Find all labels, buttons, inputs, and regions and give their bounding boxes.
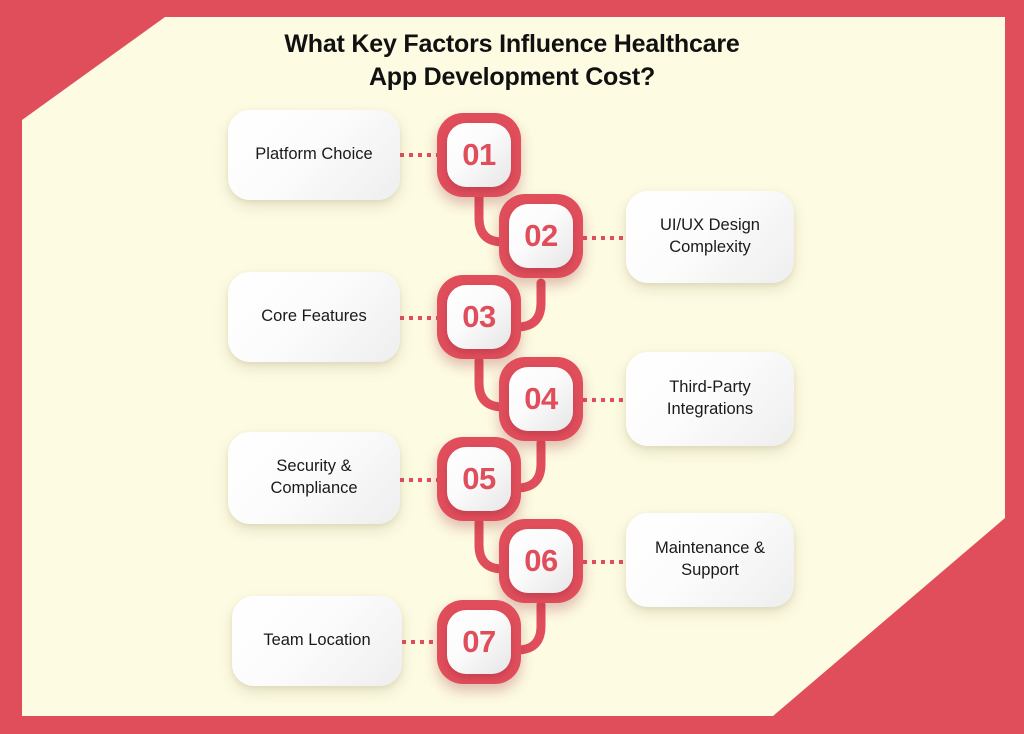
page-title: What Key Factors Influence Healthcare Ap… [0,28,1024,94]
card-label-line-1: Security & [276,457,352,476]
card-label-line-1: Third-Party [669,378,751,397]
title-line-2: App Development Cost? [368,63,656,91]
step-badge-01[interactable]: 01 [437,113,521,197]
card-third-party-integrations[interactable]: Third-Party Integrations [626,352,794,446]
step-badge-06[interactable]: 06 [499,519,583,603]
badge-inner: 06 [509,529,573,593]
badge-inner: 03 [447,285,511,349]
badge-number: 01 [462,137,496,172]
card-label: Platform Choice [255,145,373,164]
badge-inner: 02 [509,204,573,268]
title-line-1: What Key Factors Influence Healthcare [284,30,740,58]
step-badge-05[interactable]: 05 [437,437,521,521]
dotted-link-6 [583,560,628,564]
card-label: Core Features [261,307,367,326]
card-security-compliance[interactable]: Security & Compliance [228,432,400,524]
badge-number: 02 [524,218,558,253]
card-label-line-2: Support [681,561,739,579]
dotted-link-1 [400,153,440,157]
dotted-link-7 [402,640,440,644]
card-label-line-1: UI/UX Design [660,216,760,235]
card-platform-choice[interactable]: Platform Choice [228,110,400,200]
dotted-link-3 [400,316,440,320]
badge-inner: 01 [447,123,511,187]
card-uiux-design-complexity[interactable]: UI/UX Design Complexity [626,191,794,283]
badge-number: 07 [462,624,496,659]
badge-number: 03 [462,299,496,334]
step-badge-04[interactable]: 04 [499,357,583,441]
step-badge-03[interactable]: 03 [437,275,521,359]
badge-inner: 04 [509,367,573,431]
badge-number: 05 [462,461,496,496]
dotted-link-2 [583,236,628,240]
badge-inner: 07 [447,610,511,674]
step-badge-07[interactable]: 07 [437,600,521,684]
card-label-line-1: Maintenance & [654,539,766,558]
badge-inner: 05 [447,447,511,511]
badge-number: 04 [524,381,558,416]
card-label-line-2: Integrations [666,400,754,418]
card-label-line-2: Complexity [669,238,751,256]
card-label: Team Location [263,631,371,650]
step-badge-02[interactable]: 02 [499,194,583,278]
card-label-line-2: Compliance [270,479,358,497]
dotted-link-5 [400,478,440,482]
dotted-link-4 [583,398,628,402]
badge-number: 06 [524,543,558,578]
card-core-features[interactable]: Core Features [228,272,400,362]
card-maintenance-support[interactable]: Maintenance & Support [626,513,794,607]
card-team-location[interactable]: Team Location [232,596,402,686]
